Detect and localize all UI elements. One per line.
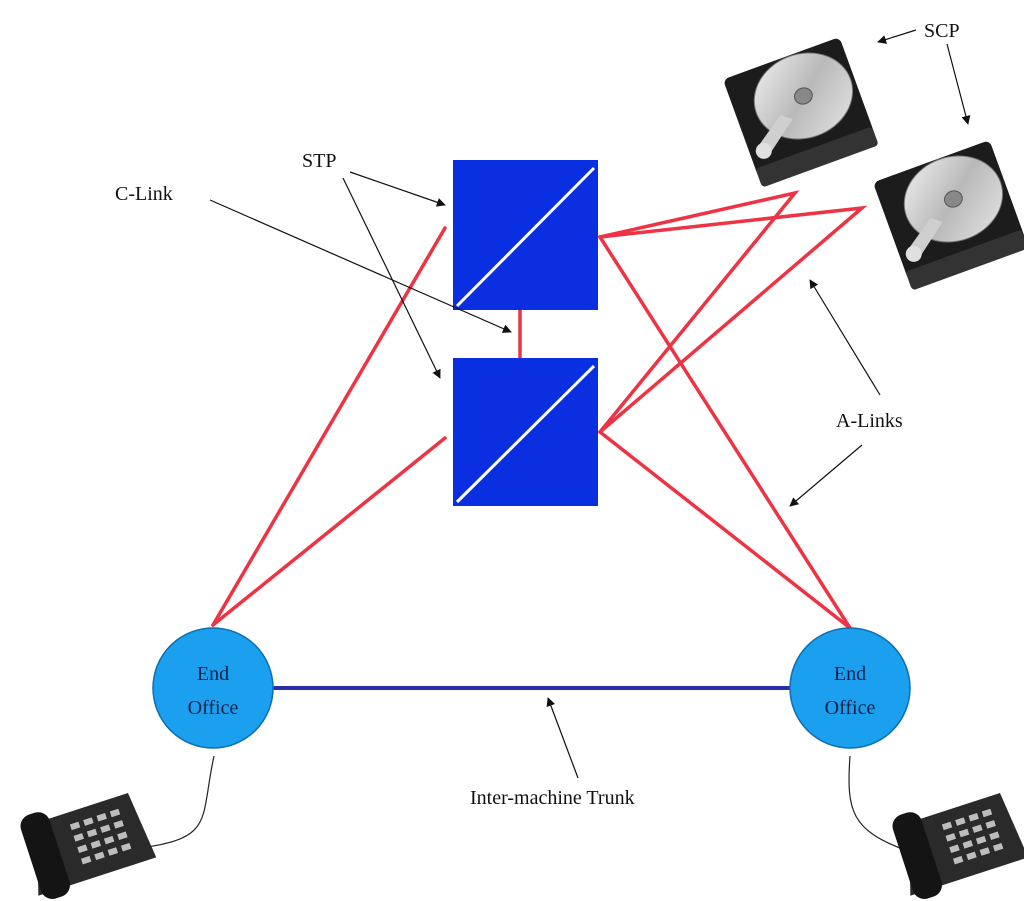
a-link-right-office-to-upper-stp [598, 235, 852, 630]
scp-arrow-2 [946, 43, 971, 125]
end-office-label-line1: End [834, 663, 866, 685]
c-link-arrow [209, 199, 512, 333]
inter-machine-trunk-label: Inter-machine Trunk [470, 787, 635, 809]
scp-disk-2 [874, 141, 1024, 290]
hard-disk-icon [874, 141, 1024, 290]
a-link-left-office-to-lower-stp [211, 436, 447, 627]
a-link-left-office-to-upper-stp [211, 226, 447, 627]
desk-telephone-icon [892, 792, 1024, 899]
desk-telephone-icon [20, 792, 157, 899]
a-links-arrow-lower [789, 444, 863, 507]
hard-disk-icon [724, 38, 878, 187]
stp-lower [453, 358, 598, 506]
end-office-right: End Office [789, 627, 911, 749]
right-phone-cord [848, 755, 906, 851]
end-office-circle [152, 627, 274, 749]
end-office-circle [789, 627, 911, 749]
c-link-label: C-Link [115, 183, 173, 205]
stp-arrow-lower [342, 177, 441, 379]
stp-arrow-upper [349, 171, 446, 207]
a-links-label: A-Links [836, 410, 903, 432]
a-link-right-office-to-lower-stp [598, 430, 852, 630]
signaling-links [211, 190, 868, 630]
a-link-upper-stp-to-scp-1 [598, 190, 800, 434]
a-link-upper-stp-to-scp-2 [598, 205, 868, 434]
scp-label: SCP [924, 20, 960, 42]
stp-upper [453, 160, 598, 310]
end-office-left: End Office [152, 627, 274, 749]
stp-label: STP [302, 150, 336, 172]
a-links-arrow-upper [809, 279, 881, 396]
end-office-label-line2: Office [188, 697, 239, 719]
scp-disk-1 [724, 38, 878, 187]
trunk-arrow [546, 697, 579, 779]
scp-arrow-1 [877, 29, 917, 44]
telephone-left [20, 792, 157, 899]
end-office-label-line1: End [197, 663, 229, 685]
annotation-arrows [209, 29, 971, 779]
telephone-right [892, 792, 1024, 899]
end-office-label-line2: Office [825, 697, 876, 719]
left-phone-cord [139, 755, 215, 849]
